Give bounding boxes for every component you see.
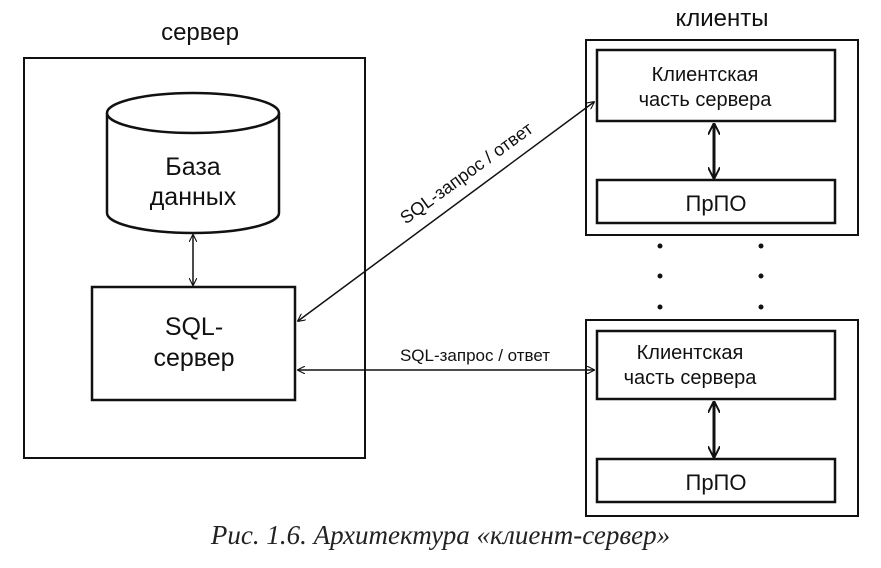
more-clients-dots — [657, 243, 764, 310]
client-2-app-box — [595, 457, 837, 504]
client-1-app-label: ПрПО — [686, 191, 747, 216]
client-2-app-label: ПрПО — [686, 470, 747, 495]
client-2-part-box — [595, 329, 837, 401]
figure-caption: Рис. 1.6. Архитектура «клиент-сервер» — [210, 520, 671, 550]
top-request-link — [298, 102, 594, 321]
sql-server-label-line1: SQL- — [165, 313, 223, 341]
client-2-part-label-line1: Клиентская — [637, 342, 744, 364]
sql-server-label-line2: сервер — [153, 344, 234, 372]
client-1-part-box — [595, 48, 837, 123]
server-heading: сервер — [161, 19, 239, 46]
top-link-label: SQL-запрос / ответ — [396, 118, 536, 228]
client-1-app-box — [595, 178, 837, 225]
client-1-part-label-line2: часть сервера — [639, 89, 773, 111]
database-cylinder — [105, 91, 281, 235]
sql-server-box — [90, 285, 297, 402]
client-2-frame — [585, 319, 859, 517]
client-1-part-label-line1: Клиентская — [652, 64, 759, 86]
database-label-line2: данных — [150, 183, 237, 211]
database-label-line1: База — [165, 153, 220, 181]
bottom-link-label: SQL-запрос / ответ — [400, 346, 550, 365]
clients-heading: клиенты — [675, 5, 768, 32]
client-2-part-label-line2: часть сервера — [624, 367, 758, 389]
